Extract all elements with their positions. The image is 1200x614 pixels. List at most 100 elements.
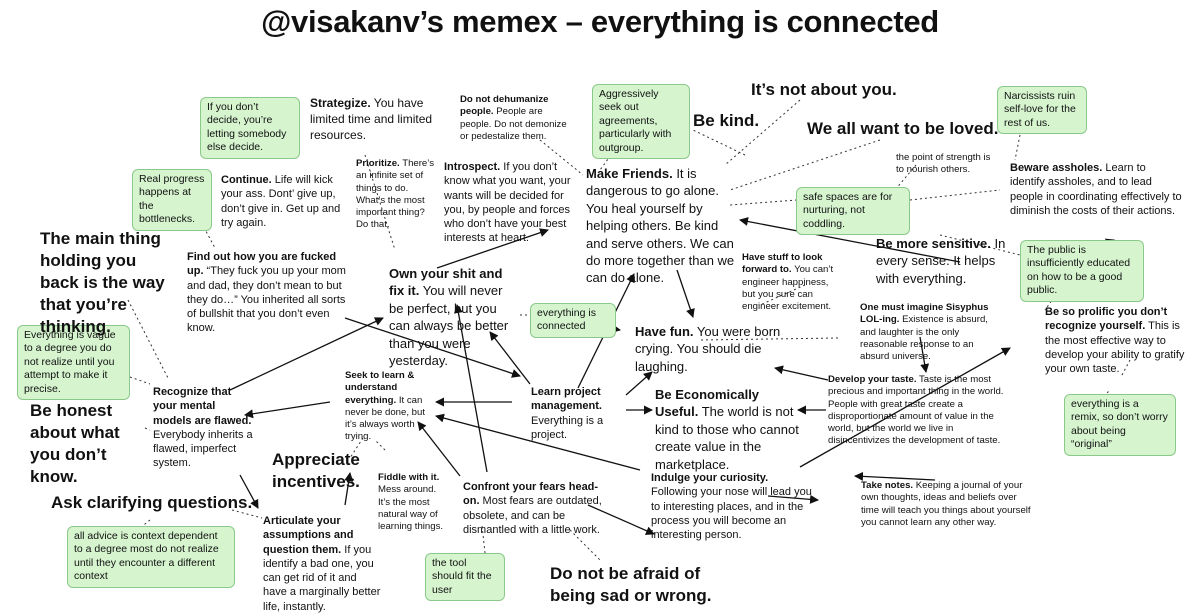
node-fiddle: Fiddle with it. Mess around. It’s the mo… [378, 472, 444, 533]
node-heading: Have fun. [635, 324, 694, 339]
node-continue: Continue. Life will kick your ass. Dont’… [221, 173, 349, 230]
node-heading: Articulate your assumptions and question… [263, 515, 354, 556]
node-fucked-up: Find out how you are fucked up. “They fu… [187, 250, 347, 336]
note-narcissists: Narcissists ruin self-love for the rest … [997, 86, 1087, 135]
node-heading: Find out how you are fucked up. [187, 251, 337, 278]
node-incentives: Appreciate incentives. [272, 450, 360, 492]
note-vague: Everything is vague to a degree you do n… [17, 325, 130, 401]
node-body: Mess around. It’s the most natural way o… [378, 484, 444, 533]
node-notes: Take notes. Keeping a journal of your ow… [861, 480, 1033, 529]
note-tool: the tool should fit the user [425, 553, 505, 602]
node-heading: Take notes. [861, 480, 914, 491]
note-remix: everything is a remix, so don’t worry ab… [1064, 394, 1176, 456]
node-sisyphus: One must imagine Sisyphus LOL-ing. Exist… [860, 302, 1000, 363]
node-body: It is dangerous to go alone. You heal yo… [586, 166, 735, 286]
node-confront: Confront your fears head-on. Most fears … [463, 480, 613, 537]
node-body: Existence is absurd, and laughter is the… [860, 314, 988, 363]
node-prioritize: Prioritize. There’s an infinite set of t… [356, 158, 438, 232]
node-body: Learn to identify assholes, and to lead … [1010, 162, 1182, 217]
node-not-afraid: Do not be afraid of being sad or wrong. [550, 564, 712, 606]
node-body: It can never be done, but it’s always wo… [345, 394, 426, 443]
dotted-link [729, 199, 798, 206]
node-heading: Own your shit and fix it. [389, 266, 503, 299]
node-heading: Be more sensitive. [876, 236, 991, 251]
node-heading: Develop your taste. [828, 374, 917, 385]
note-advice: all advice is context dependent to a deg… [67, 526, 235, 588]
node-body: You were born crying. You should die lau… [635, 324, 781, 374]
node-heading: Indulge your curiosity. [651, 472, 769, 484]
node-heading: Seek to learn & understand everything. [345, 370, 415, 406]
node-introspect: Introspect. If you don’t know what you w… [444, 160, 580, 246]
node-body: If you don’t know what you want, your wa… [444, 161, 571, 245]
node-main-thing: The main thing holding you back is the w… [40, 229, 165, 337]
node-body: There’s an infinite set of things to do.… [356, 158, 435, 231]
node-body: The world is not kind to those who canno… [655, 404, 799, 472]
note-decide: If you don’t decide, you’re letting some… [200, 97, 300, 159]
node-body: People are people. Do not demonize or pe… [460, 106, 567, 142]
node-heading: Prioritize. [356, 158, 400, 169]
node-heading: Be Economically Useful. [655, 387, 760, 420]
node-economically: Be Economically Useful. The world is not… [655, 386, 805, 473]
node-heading: Introspect. [444, 161, 501, 173]
node-sensitive: Be more sensitive. In every sense. It he… [876, 235, 1006, 287]
node-heading: Confront your fears head-on. [463, 481, 599, 508]
node-heading: Learn project management. [531, 386, 602, 413]
dotted-link [909, 189, 1001, 201]
dotted-link [692, 129, 746, 156]
note-public: The public is insufficiently educated on… [1020, 240, 1144, 302]
node-heading: Continue. [221, 174, 272, 186]
arrow-link [625, 371, 653, 396]
node-loved: We all want to be loved. [807, 119, 999, 138]
note-agreements: Aggressively seek out agreements, partic… [592, 84, 690, 160]
node-heading: Have stuff to look forward to. [742, 252, 823, 276]
node-taste: Develop your taste. Taste is the most pr… [828, 374, 1016, 448]
node-curiosity: Indulge your curiosity. Following your n… [651, 471, 814, 542]
node-body: If you identify a bad one, you can get r… [263, 543, 381, 613]
node-seek-learn: Seek to learn & understand everything. I… [345, 370, 433, 444]
node-clarifying: Ask clarifying questions. [51, 493, 253, 512]
node-assumptions: Articulate your assumptions and question… [263, 514, 381, 614]
node-not-about-you: It’s not about you. [751, 80, 897, 99]
node-heading: Be so prolific you don’t recognize yours… [1045, 306, 1168, 333]
arrow-link [244, 401, 331, 419]
node-heading: Beware assholes. [1010, 162, 1103, 174]
dotted-link [144, 427, 151, 431]
node-own-shit: Own your shit and fix it. You will never… [389, 265, 515, 369]
node-make-friends: Make Friends. It is dangerous to go alon… [586, 165, 738, 287]
node-prolific: Be so prolific you don’t recognize yours… [1045, 305, 1190, 376]
node-project: Learn project management. Everything is … [531, 385, 623, 442]
node-stuff-forward: Have stuff to look forward to. You can’t… [742, 252, 842, 313]
node-honest: Be honest about what you don’t know. [30, 401, 120, 487]
node-heading: Strategize. [310, 96, 371, 110]
dotted-link [129, 376, 151, 385]
node-body: In every sense. It helps with everything… [876, 236, 1006, 286]
node-body: “They fuck you up your mom and dad, they… [187, 265, 346, 335]
node-body: You will never be perfect, but you can a… [389, 283, 509, 369]
node-body: You have limited time and limited resour… [310, 96, 433, 142]
dotted-link [729, 139, 881, 191]
node-dehumanize: Do not dehumanize people. People are peo… [460, 94, 572, 143]
node-heading: Make Friends. [586, 166, 673, 181]
node-body: You can’t engineer happiness, but you su… [742, 264, 834, 313]
note-safe-spaces: safe spaces are for nurturing, not coddl… [796, 187, 910, 236]
node-body: Most fears are outdated, obsolete, and c… [463, 495, 602, 536]
node-strategize: Strategize. You have limited time and li… [310, 96, 460, 143]
node-body: Everything is a project. [531, 414, 604, 441]
node-heading: One must imagine Sisyphus LOL-ing. [860, 302, 989, 326]
node-mental-models: Recognize that your mental models are fl… [153, 385, 253, 471]
note-progress: Real progress happens at the bottlenecks… [132, 169, 212, 231]
node-body: Taste is the most precious and important… [828, 374, 1004, 447]
node-be-kind: Be kind. [693, 111, 760, 130]
diagram-title: @visakanv’s memex – everything is connec… [261, 4, 939, 39]
node-body: Everybody inherits a flawed, imperfect s… [153, 428, 253, 470]
node-heading: Fiddle with it. [378, 472, 440, 483]
dotted-link [1014, 134, 1021, 161]
node-heading: Recognize that your mental models are fl… [153, 386, 252, 427]
node-strength: the point of strength is to nourish othe… [896, 152, 991, 176]
node-assholes: Beware assholes. Learn to identify assho… [1010, 161, 1182, 218]
node-heading: Do not dehumanize people. [460, 94, 549, 118]
node-body: Keeping a journal of your own thoughts, … [861, 480, 1031, 528]
node-have-fun: Have fun. You were born crying. You shou… [635, 323, 783, 375]
node-body: Following your nose will lead you to int… [651, 486, 812, 542]
node-body: This is the most effective way to develo… [1045, 320, 1185, 376]
